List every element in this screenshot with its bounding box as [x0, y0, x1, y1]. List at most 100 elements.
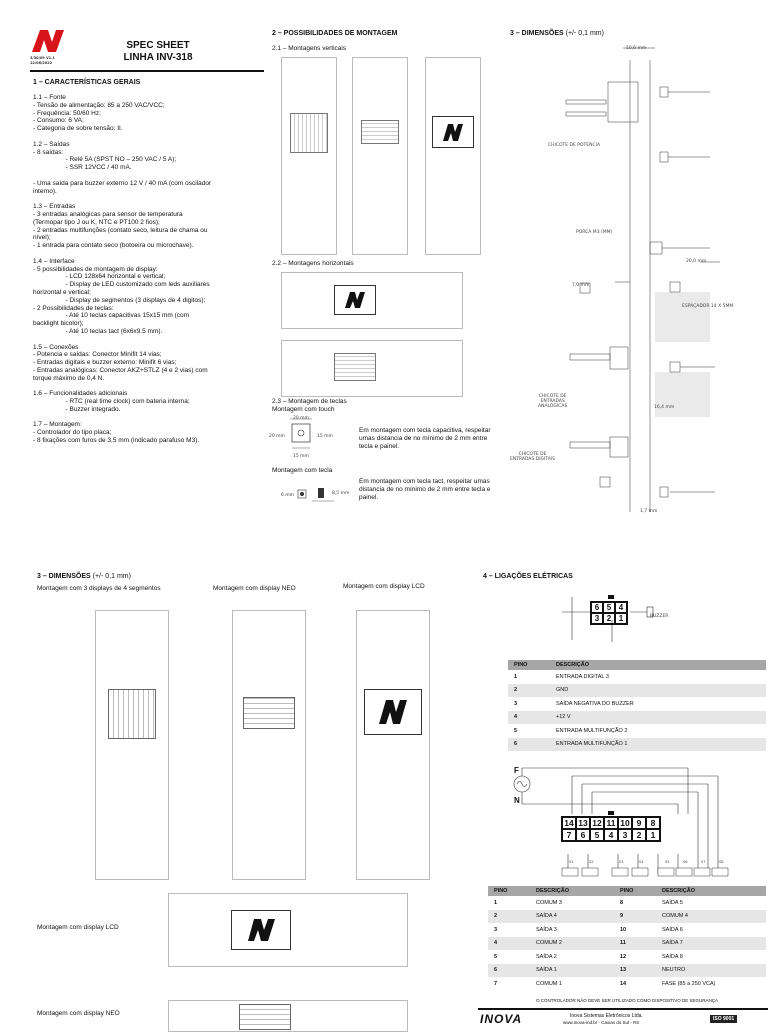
lcd-display	[432, 116, 474, 148]
neo-display-icon	[334, 353, 376, 381]
table-cell: COMUM 4	[656, 909, 766, 923]
doc-title-line2: LINHA INV-318	[123, 52, 193, 63]
table-header: DESCRIÇÃO	[656, 886, 766, 896]
pin4: 4	[615, 602, 627, 613]
touch-dim-top: 20 mm	[293, 416, 309, 421]
pin7: 7	[562, 829, 576, 841]
table-cell: GND	[550, 683, 766, 697]
iso-badge: ISO 9001	[710, 1015, 738, 1023]
relay-label: S4	[639, 860, 644, 864]
table-cell: FASE (85 a 250 VCA)	[662, 980, 716, 987]
table-cell: NEUTRO	[656, 963, 766, 977]
front-board-neo-horizontal	[168, 1000, 408, 1032]
section-general-body: 1.1 – Fonte - Tensão de alimentação: 85 …	[33, 94, 212, 445]
table-cell: 4	[508, 710, 550, 724]
neo-display-icon	[243, 697, 295, 729]
vertical-mounting-label: 2.1 – Montagens verticais	[272, 45, 347, 52]
table-cell: SAÍDA 1	[530, 963, 614, 977]
dim-20: 20,0 mm	[686, 259, 707, 264]
footer-company: Inova Sistemas Eletrônicos Ltda.	[570, 1013, 643, 1019]
table-cell: 4	[488, 936, 530, 950]
table-row: 3 SAÍDA NEGATIVA DO BUZZER	[508, 697, 766, 711]
table-cell: 11	[614, 936, 656, 950]
table-cell: COMUM 3	[536, 899, 562, 906]
spacer-label: ESPAÇADOR 14 X 5MM	[682, 304, 734, 309]
pin13: 13	[576, 817, 590, 829]
neo-display-icon	[361, 120, 399, 144]
front-board-neo	[232, 610, 306, 880]
segments-mount-label: Montagem com 3 displays de 4 segmentos	[37, 585, 161, 592]
table-cell: 3	[514, 700, 518, 707]
lcd-mount-label: Montagem com display LCD	[343, 583, 425, 590]
six-pin-connector: 6 5 4 3 2 1	[590, 601, 628, 625]
dim-1-7: 1,7 mm	[640, 509, 658, 514]
table-header: PINO	[488, 886, 530, 896]
table-row: 4+12 V	[508, 710, 766, 724]
front-board-lcd	[356, 610, 430, 880]
brand-logo-icon	[32, 30, 64, 52]
section-general-title: 1 – CARACTERÍSTICAS GERAIS	[33, 79, 141, 86]
table-cell: SAÍDA 2	[536, 953, 557, 960]
digital-harness-label: CHICOTE DE ENTRADAS DIGITAIS	[510, 452, 555, 462]
footer-address: www.inova-ind.br - Caxias do Sul - RS	[563, 1020, 640, 1025]
vertical-board-lcd	[425, 57, 481, 255]
wiring-title: 4 – LIGAÇÕES ELÉTRICAS	[483, 573, 573, 580]
pin5: 5	[603, 602, 615, 613]
tact-dim-width: 6 mm	[281, 493, 295, 498]
tact-mounting-label: Montagem com tecla	[272, 467, 333, 474]
table-cell: 1	[494, 899, 498, 906]
touch-key-diagram	[290, 418, 312, 449]
table-cell: 5	[494, 953, 498, 960]
power-harness-label: CHICOTE DE POTENCIA	[548, 143, 601, 148]
front-board-segments	[95, 610, 169, 880]
dimensions-front-title: 3 – DIMENSÕES (+/- 0,1 mm)	[37, 573, 131, 580]
nut-label: PORCA M3 (MM)	[576, 230, 613, 235]
front-board-lcd-horizontal	[168, 893, 408, 967]
table-cell: 8	[620, 899, 624, 906]
table-cell: 10	[620, 926, 627, 933]
table-cell: 14	[620, 980, 627, 987]
horizontal-mounting-label: 2.2 – Montagens horizontais	[272, 260, 354, 267]
table-header: DESCRIÇÃO	[530, 886, 614, 896]
table-cell: SAÍDA 8	[662, 953, 683, 960]
pin14: 14	[562, 817, 576, 829]
touch-mounting-label: Montagem com touch	[272, 406, 335, 413]
lcd-logo-icon	[345, 292, 365, 308]
tact-key-diagram	[297, 488, 334, 502]
table-cell: ENTRADA MULTIFUNÇÃO 1	[550, 737, 766, 751]
table-cell: 2	[508, 683, 550, 697]
doc-code: 3/30/09 V1.1	[30, 56, 55, 60]
table-header: DESCRIÇÃO	[550, 660, 766, 670]
touch-dim-right: 15 mm	[317, 434, 333, 439]
horizontal-board-lcd	[281, 272, 463, 329]
keys-mounting-label: 2.3 – Montagem de teclas	[272, 398, 347, 405]
table-cell: SAÍDA 7	[656, 936, 766, 950]
segment-display-icon	[108, 689, 156, 739]
footer-rule	[478, 1008, 768, 1010]
table-cell: 6	[508, 737, 550, 751]
table-cell: +12 V	[550, 710, 766, 724]
pin5: 5	[590, 829, 604, 841]
pin2: 2	[603, 613, 615, 624]
pin10: 10	[618, 817, 632, 829]
table-cell: 9	[614, 909, 656, 923]
segment-display-icon	[290, 113, 328, 153]
dim-width: 10,6 mm	[626, 46, 647, 51]
pin6: 6	[591, 602, 603, 613]
lcd-horizontal-label: Montagem com display LCD	[37, 924, 119, 931]
table-cell: SAÍDA NEGATIVA DO BUZZER	[556, 700, 634, 707]
table-cell: COMUM 2	[530, 936, 614, 950]
pin6: 6	[576, 829, 590, 841]
doc-date: 12/06/2022	[30, 61, 53, 65]
table-cell: SAÍDA 3	[536, 926, 557, 933]
table-cell: 2	[488, 909, 530, 923]
vertical-board-segments	[281, 57, 337, 255]
